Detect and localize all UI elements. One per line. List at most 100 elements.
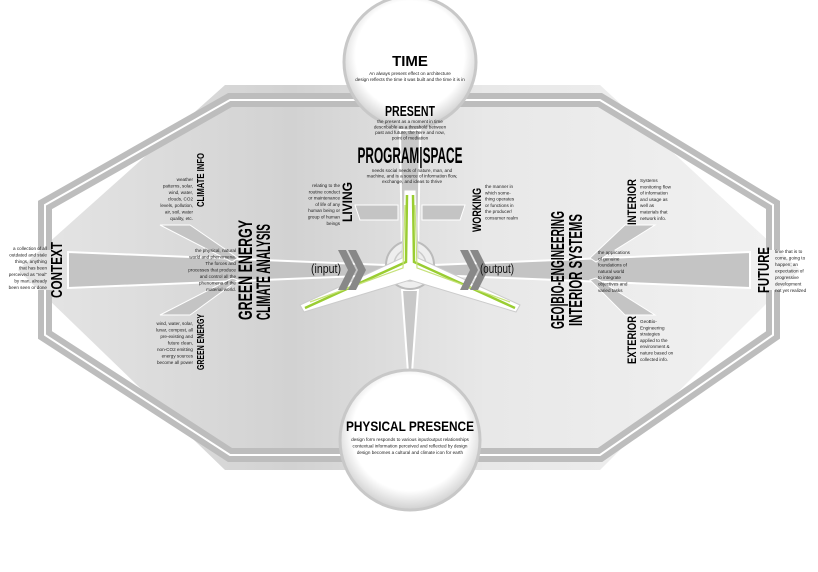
text-line: environment & bbox=[640, 344, 670, 349]
text-line: not yet realized bbox=[775, 288, 807, 293]
text-line: things, anything bbox=[15, 259, 48, 264]
text-line: by man, already bbox=[14, 279, 47, 284]
text-line: of life of any bbox=[315, 202, 340, 207]
text-line: varied tasks bbox=[598, 288, 623, 293]
exterior-title: EXTERIOR bbox=[625, 316, 639, 364]
text-line: past and future, the here and now, bbox=[375, 130, 445, 135]
text-line: of genuine bbox=[598, 256, 620, 261]
physical-presence-circle bbox=[338, 368, 482, 512]
text-line: perceived as "real" bbox=[9, 272, 48, 277]
text-line: describable as a threshold between bbox=[374, 125, 447, 130]
text-line: the applications bbox=[598, 250, 631, 255]
geobio-engineering-line1: GEO|BIO-ENGINEERING bbox=[548, 211, 568, 329]
program-space-title: PROGRAM|SPACE bbox=[358, 143, 463, 168]
text-line: the physical, natural bbox=[195, 248, 236, 253]
text-line: well as bbox=[640, 203, 655, 208]
input-chevrons-icon bbox=[338, 250, 366, 290]
text-line: clouds, CO2 bbox=[168, 197, 194, 202]
text-line: human being or bbox=[308, 208, 340, 213]
text-line: design form responds to various input/ou… bbox=[351, 437, 469, 442]
input-label: (input) bbox=[311, 261, 341, 276]
text-line: nature based on bbox=[640, 351, 674, 356]
text-line: become all power bbox=[157, 360, 193, 365]
text-line: development bbox=[775, 282, 802, 287]
text-line: been seen or done bbox=[9, 285, 48, 290]
time-description: An always present effect on architecture… bbox=[355, 71, 465, 82]
text-line: relating to the bbox=[312, 183, 340, 188]
text-line: expectation of bbox=[775, 269, 804, 274]
output-chevrons-icon bbox=[460, 250, 488, 290]
green-energy-analysis-line2: CLIMATE ANALYSIS bbox=[254, 224, 275, 320]
text-line: the present as a moment in time bbox=[377, 119, 443, 124]
text-line: strategies bbox=[640, 332, 661, 337]
text-line: natural world bbox=[598, 269, 625, 274]
text-line: lunar, compost, all bbox=[156, 328, 193, 333]
text-line: Engineering bbox=[640, 325, 665, 330]
physical-presence-title: PHYSICAL PRESENCE bbox=[346, 418, 474, 434]
text-line: wind, water, bbox=[169, 190, 193, 195]
output-label: (output) bbox=[480, 261, 514, 276]
natural-world-description: the physical, natural world and phenomena… bbox=[188, 248, 236, 292]
text-line: energy sources bbox=[162, 354, 194, 359]
geobio-engineering-line2: INTERIOR SYSTEMS bbox=[566, 214, 586, 326]
text-line: thing operates bbox=[485, 197, 515, 202]
text-line: world and phenomena. bbox=[189, 255, 236, 260]
text-line: consumer realm bbox=[485, 216, 518, 221]
text-line: non-CO2 emitting bbox=[157, 347, 193, 352]
text-line: or functions in bbox=[485, 203, 514, 208]
text-line: quality, etc. bbox=[170, 216, 193, 221]
text-line: outdated and stale bbox=[9, 253, 47, 258]
text-line: the manner in bbox=[485, 184, 514, 189]
text-line: and usage as bbox=[640, 197, 668, 202]
text-line: processes that produce bbox=[188, 268, 236, 273]
living-title: LIVING bbox=[339, 182, 355, 222]
working-title: WORKING bbox=[470, 188, 484, 232]
text-line: collected info. bbox=[640, 357, 668, 362]
text-line: foundations of bbox=[598, 263, 628, 268]
text-line: design reflects the time it was built an… bbox=[355, 77, 465, 82]
text-line: contextual information perceived and ref… bbox=[353, 444, 468, 449]
future-title: FUTURE bbox=[756, 247, 773, 293]
time-title: TIME bbox=[392, 53, 428, 70]
text-line: which some- bbox=[485, 190, 511, 195]
text-line: pre-existing and bbox=[160, 334, 193, 339]
text-line: patterns, solar, bbox=[163, 184, 193, 189]
text-line: point of mediation bbox=[392, 136, 429, 141]
text-line: happen; an bbox=[775, 262, 798, 267]
text-line: network info. bbox=[640, 216, 666, 221]
text-line: group of human bbox=[308, 215, 341, 220]
text-line: of information bbox=[640, 191, 668, 196]
text-line: air, soil, water bbox=[165, 210, 194, 215]
time-circle bbox=[342, 0, 478, 130]
text-line: that has been bbox=[19, 266, 47, 271]
text-line: machine, and is a source of information … bbox=[367, 174, 458, 179]
text-line: Systems bbox=[640, 178, 658, 183]
text-line: to integrate bbox=[598, 275, 621, 280]
text-line: material world. bbox=[206, 287, 236, 292]
present-title: PRESENT bbox=[385, 103, 435, 120]
text-line: GeoBio- bbox=[640, 319, 657, 324]
green-energy-title: GREEN ENERGY bbox=[196, 314, 207, 370]
interior-title: INTERIOR bbox=[625, 179, 639, 225]
text-line: routine conduct bbox=[309, 189, 341, 194]
green-energy-analysis-line1: GREEN ENERGY bbox=[236, 220, 257, 320]
text-line: design becomes a cultural and climate ic… bbox=[357, 450, 464, 455]
physical-presence-description: design form responds to various input/ou… bbox=[351, 437, 469, 455]
climate-info-title: CLIMATE INFO bbox=[196, 153, 207, 207]
text-line: beings bbox=[326, 221, 340, 226]
text-line: applied to the bbox=[640, 338, 668, 343]
context-title: CONTEXT bbox=[49, 242, 66, 298]
text-line: time that is to bbox=[775, 249, 803, 254]
text-line: An always present effect on architecture bbox=[369, 71, 451, 76]
